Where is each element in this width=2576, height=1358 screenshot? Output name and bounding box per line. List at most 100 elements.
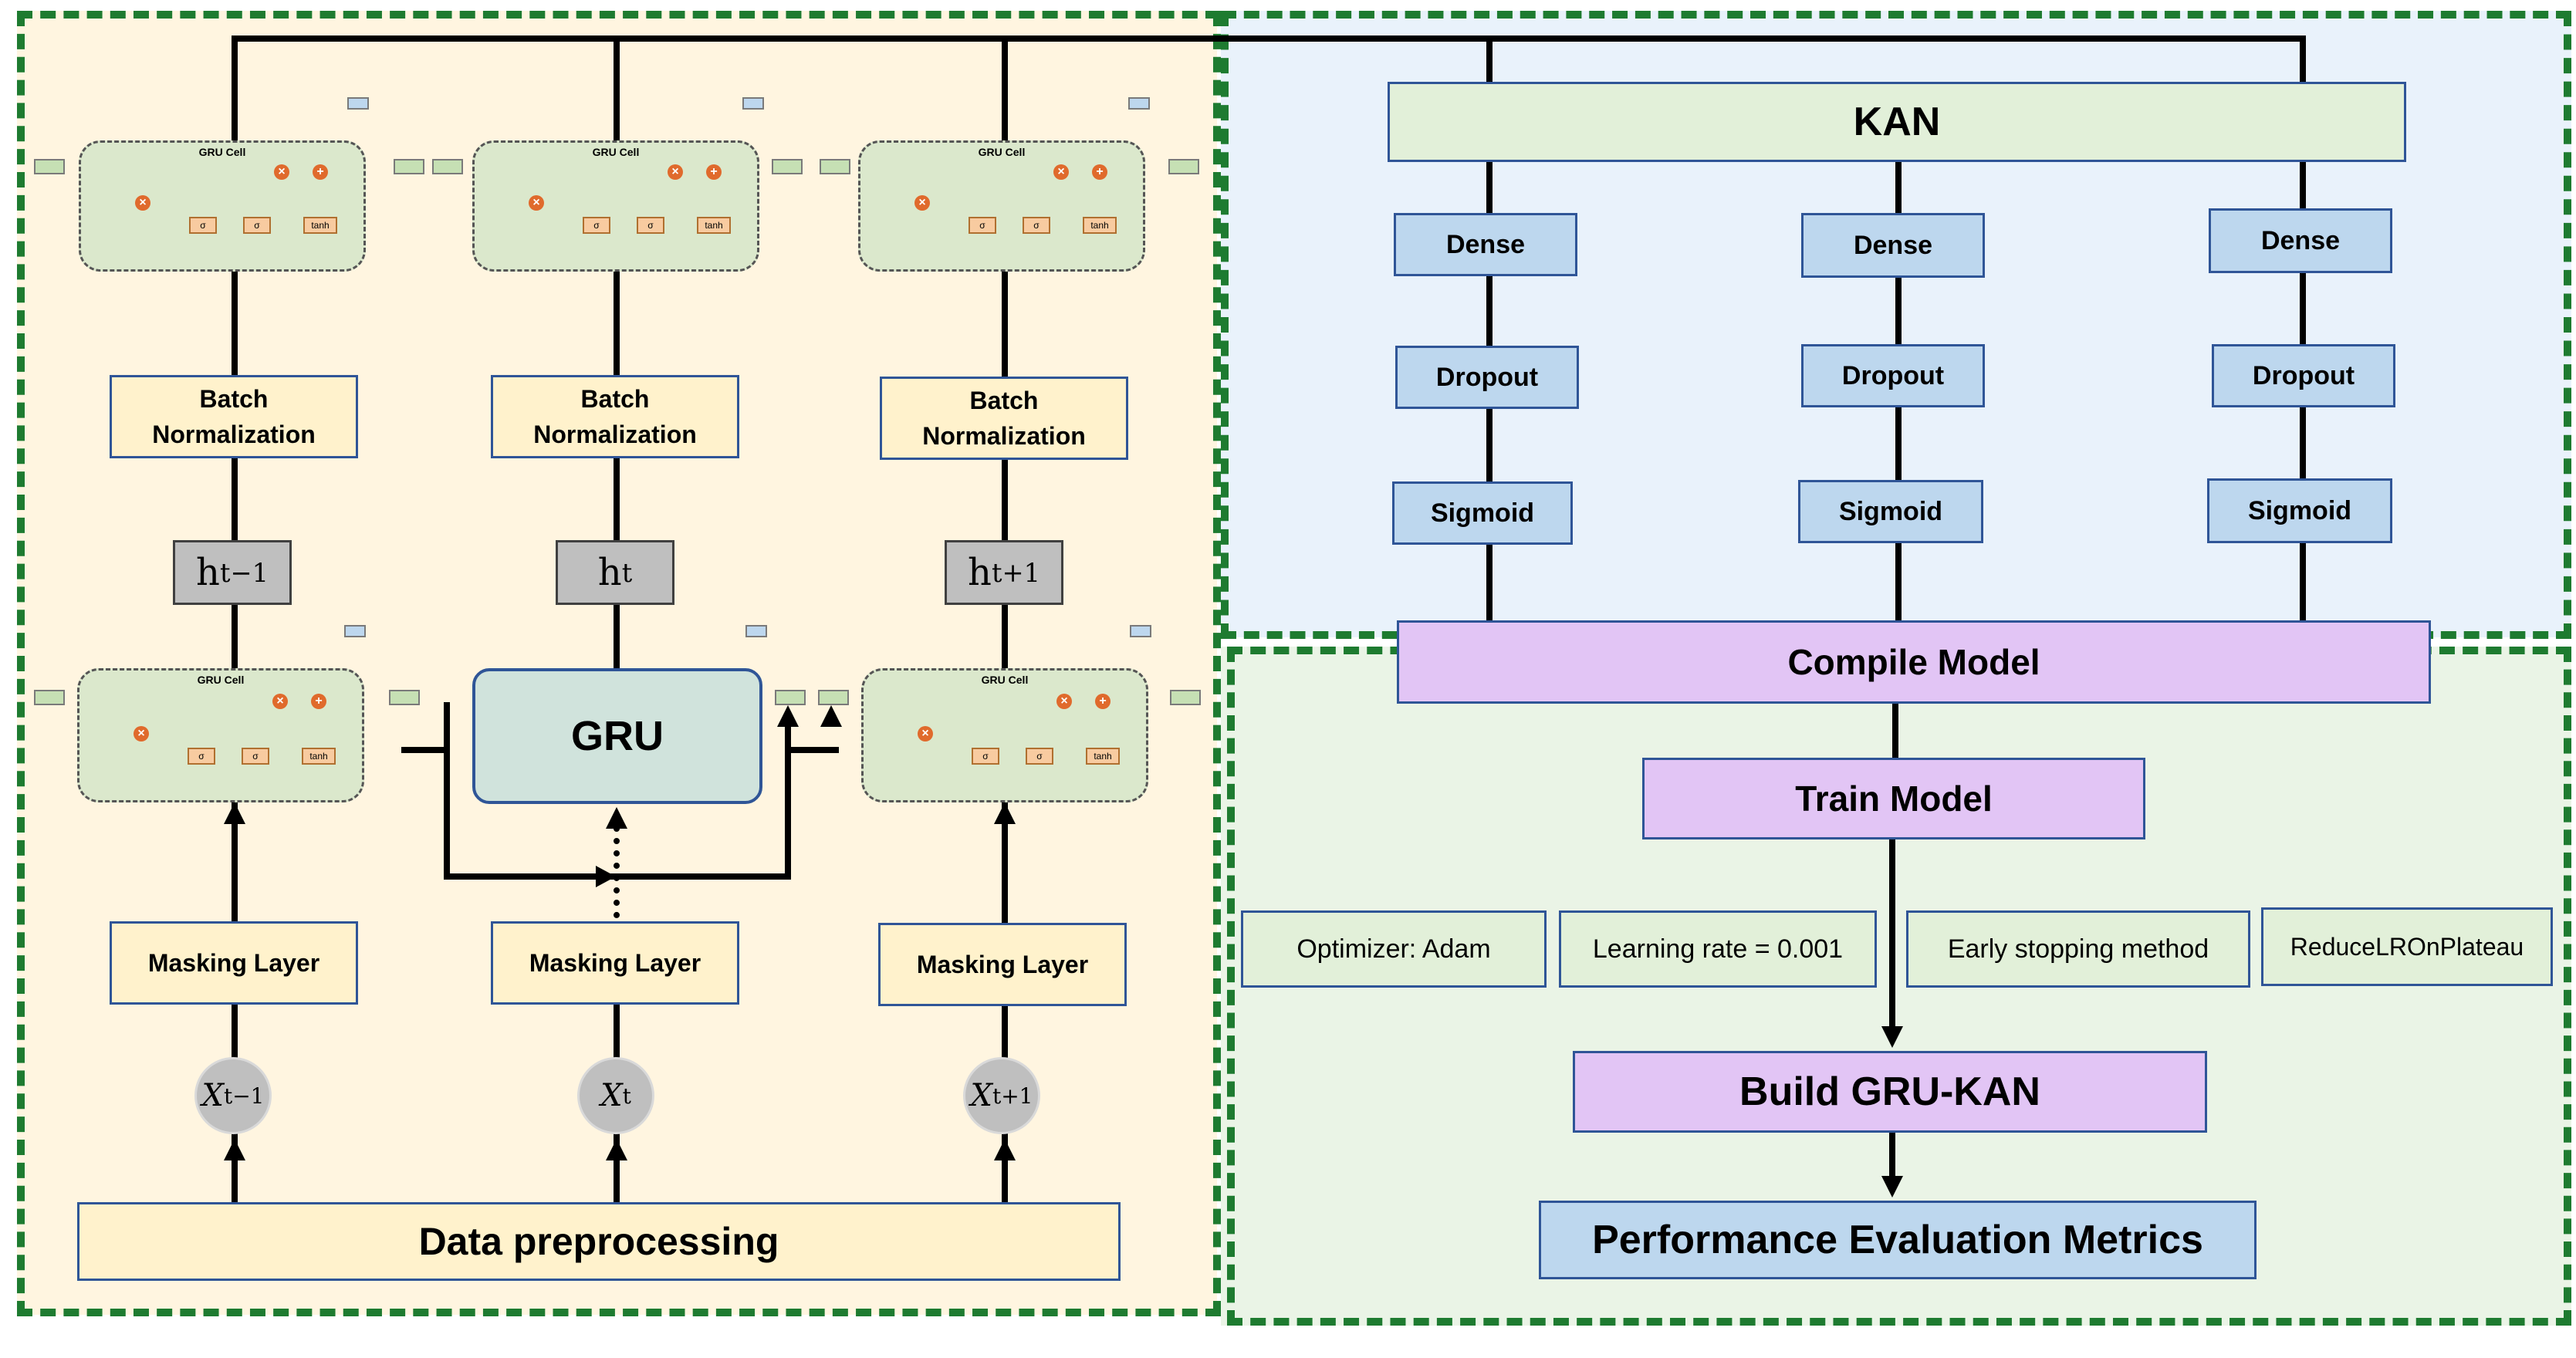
output-tag [745,625,767,637]
state-tag [775,690,806,705]
dropout-1: Dropout [1395,346,1579,409]
arrow-up-icon [994,1139,1016,1160]
gru-block: GRU [472,668,762,804]
arrow-up-icon [777,705,799,727]
hidden-state-base: h [597,551,622,594]
col1-line-preproc [232,1127,238,1204]
state-tag [394,159,424,174]
sigma-gate: σ [583,217,610,234]
gru-bypass-left-vertical [444,702,450,880]
state-tag [389,690,420,705]
sigma-gate: σ [972,748,999,765]
input-base: X [201,1078,224,1113]
state-tag [34,690,65,705]
state-tag [820,159,850,174]
arrow-down-icon [1881,1026,1903,1048]
dense-2: Dense [1801,213,1985,278]
col2-line-preproc [614,1127,620,1204]
state-tag [1168,159,1199,174]
multiply-icon: × [1056,694,1072,709]
dropout-3: Dropout [2212,344,2395,407]
output-tag [742,97,764,110]
multiply-icon: × [918,726,933,741]
param-optimizer: Optimizer: Adam [1241,910,1547,988]
add-icon: + [706,164,722,180]
add-icon: + [1095,694,1111,709]
multiply-icon: × [914,195,930,211]
build-gru-kan: Build GRU-KAN [1573,1051,2207,1133]
performance-evaluation-metrics: Performance Evaluation Metrics [1539,1201,2257,1279]
state-tag [34,159,65,174]
data-preprocessing: Data preprocessing [77,1202,1121,1281]
train-model: Train Model [1642,758,2145,839]
add-icon: + [1092,164,1107,180]
tanh-gate: tanh [1086,748,1120,765]
state-tag [772,159,803,174]
hidden-state-sub: t+1 [991,557,1040,588]
gru-cell-top-3: GRU Cell σ σ tanh × × + [858,140,1145,272]
hidden-state-sub: t−1 [219,557,269,588]
input-base: X [970,1078,992,1113]
gru-bypass-left-horizontal [401,747,448,753]
sigmoid-1: Sigmoid [1392,481,1573,545]
multiply-icon: × [274,164,289,180]
output-tag [1128,97,1150,110]
state-tag [432,159,463,174]
gru-cell-title: GRU Cell [198,146,246,158]
arrow-up-icon [820,705,842,727]
tanh-gate: tanh [697,217,731,234]
input-sub: t+1 [992,1083,1033,1109]
sigma-gate: σ [637,217,664,234]
gru-bypass-right-vertical [785,718,791,880]
top-connector-drop-1 [232,35,238,151]
col2-line-top [614,270,620,671]
masking-layer-1: Masking Layer [110,921,358,1005]
arrow-up-icon [994,802,1016,824]
masking-layer-2: Masking Layer [491,921,739,1005]
state-tag [1170,690,1201,705]
dropout-2: Dropout [1801,344,1985,407]
output-tag [347,97,369,110]
col3-line-bottom [1002,818,1008,1196]
top-connector-drop-3 [1002,35,1008,151]
arrow-up-icon [224,802,245,824]
arrow-up-icon [224,1139,245,1160]
compile-model: Compile Model [1397,620,2431,704]
multiply-icon: × [529,195,544,211]
gru-cell-top-1: GRU Cell σ σ tanh × × + [79,140,366,272]
add-icon: + [311,694,326,709]
build-to-metrics-line [1889,1131,1895,1177]
sigma-gate: σ [242,748,269,765]
sigma-gate: σ [1023,217,1050,234]
multiply-icon: × [134,726,149,741]
batch-normalization-1: Batch Normalization [110,375,358,458]
tanh-gate: tanh [303,217,337,234]
hidden-state-sub: t [621,557,633,588]
multiply-icon: × [668,164,683,180]
sigmoid-2: Sigmoid [1798,480,1983,543]
dense-1: Dense [1394,213,1577,276]
arrow-up-icon [606,1139,627,1160]
multiply-icon: × [135,195,150,211]
add-icon: + [313,164,328,180]
sigma-gate: σ [969,217,996,234]
batch-normalization-3: Batch Normalization [880,377,1128,460]
dense-3: Dense [2209,208,2392,273]
batch-normalization-2: Batch Normalization [491,375,739,458]
train-to-build-line [1889,838,1895,1031]
kan-input-2 [2300,35,2306,82]
masking-layer-3: Masking Layer [878,923,1127,1006]
sigma-gate: σ [189,217,217,234]
sigmoid-3: Sigmoid [2207,478,2392,543]
input-base: X [600,1078,623,1113]
gru-cell-bottom-3: GRU Cell σ σ tanh × × + [861,668,1148,802]
col3-line-preproc [1002,1127,1008,1204]
param-learning-rate: Learning rate = 0.001 [1559,910,1877,988]
gru-cell-top-2: GRU Cell σ σ tanh × × + [472,140,759,272]
multiply-icon: × [272,694,288,709]
